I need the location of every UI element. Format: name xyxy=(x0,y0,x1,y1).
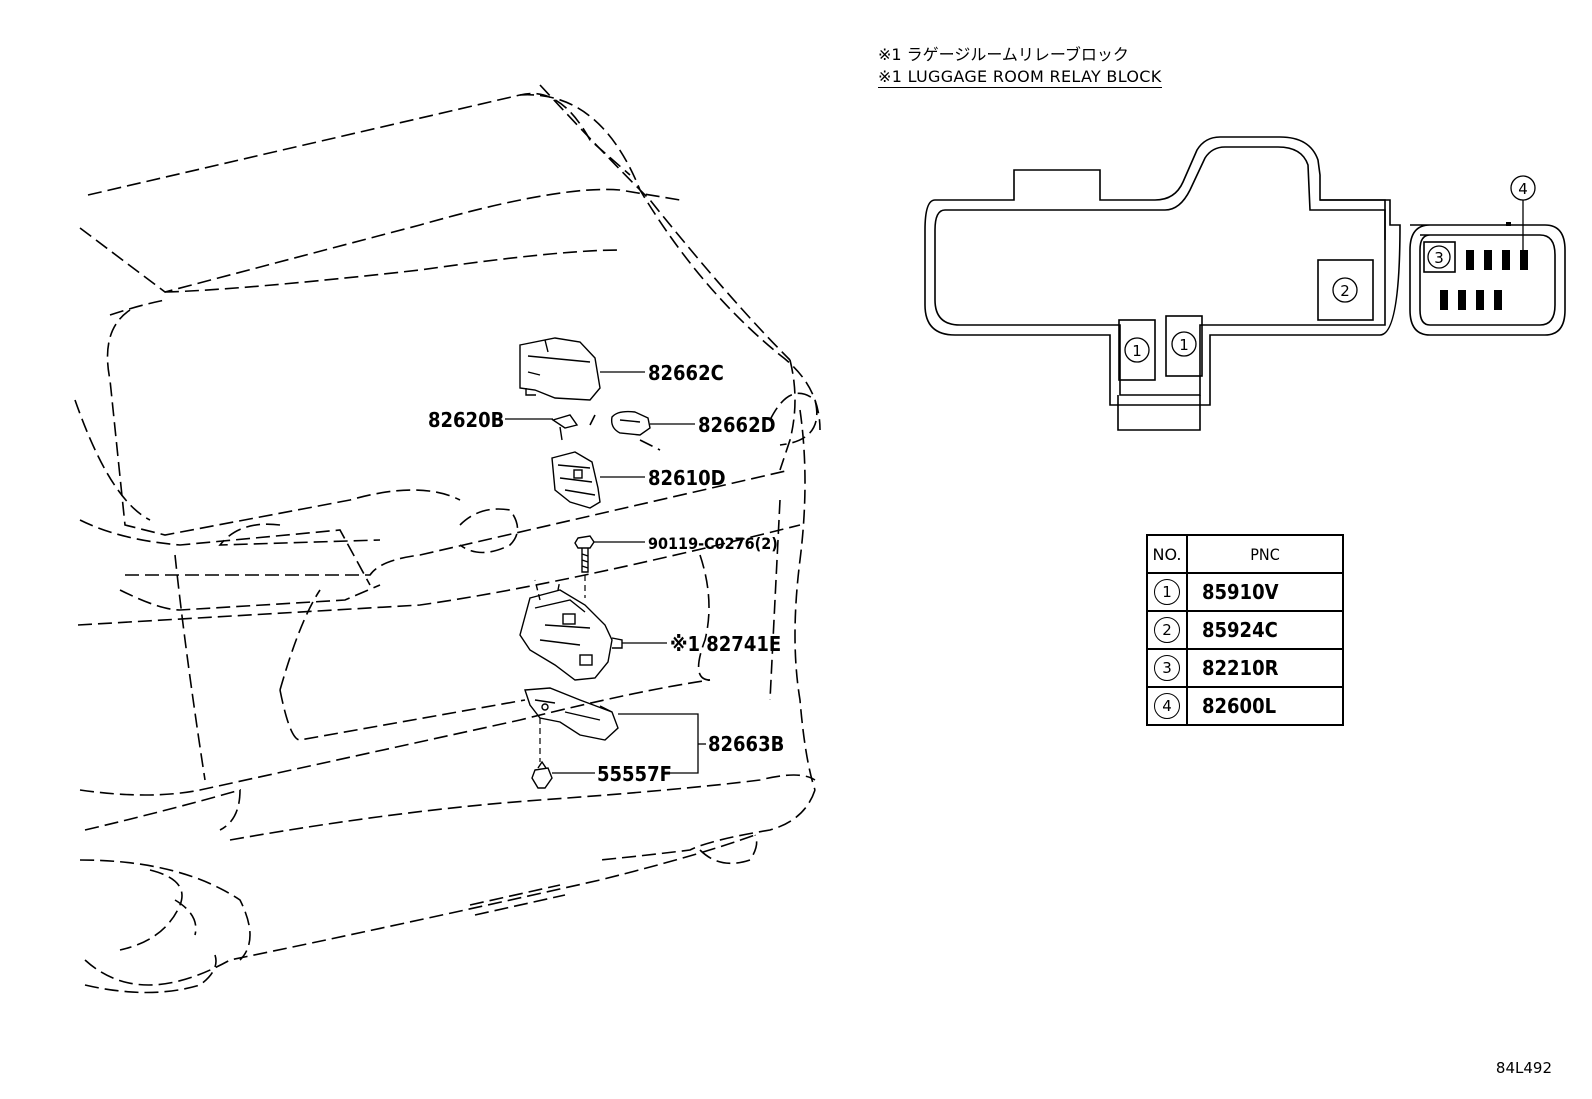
label-82620B: 82620B xyxy=(428,408,504,432)
label-82663B: 82663B xyxy=(708,732,784,756)
row-number: 2 xyxy=(1154,617,1180,643)
table-row: 4 82600L xyxy=(1146,686,1344,726)
marker-4: 4 xyxy=(1518,180,1528,198)
pnc-table: NO. PNC 1 85910V 2 85924C 3 82210R 4 826… xyxy=(1146,534,1344,726)
table-row: 2 85924C xyxy=(1146,610,1344,650)
table-row: 1 85910V xyxy=(1146,572,1344,612)
row-number: 1 xyxy=(1154,579,1180,605)
label-55557F: 55557F xyxy=(597,762,672,786)
diagram-code: 84L492 xyxy=(1495,1059,1552,1077)
part-82610D-shape xyxy=(551,451,601,509)
label-82662C: 82662C xyxy=(648,361,724,385)
table-row: 3 82210R xyxy=(1146,648,1344,688)
part-82662C-shape xyxy=(519,337,601,401)
marker-2: 2 xyxy=(1340,282,1350,300)
part-55557F-shape xyxy=(531,760,553,789)
row-number: 3 xyxy=(1154,655,1180,681)
row-pnc: 85924C xyxy=(1186,610,1344,650)
pnc-table-header: NO. PNC xyxy=(1146,534,1344,574)
vehicle-outline xyxy=(74,84,821,994)
part-82662D-shape xyxy=(610,410,651,436)
label-82741E: ※1 82741E xyxy=(670,632,781,656)
label-90119: 90119-C0276(2) xyxy=(648,534,778,553)
header-no: NO. xyxy=(1146,534,1188,574)
row-pnc: 85910V xyxy=(1186,572,1344,612)
header-pnc: PNC xyxy=(1186,534,1344,574)
leader-lines xyxy=(505,371,706,774)
part-82663B-shape xyxy=(524,687,619,741)
relay-markers xyxy=(1124,175,1536,363)
label-82662D: 82662D xyxy=(698,413,776,437)
relay-block-layout xyxy=(924,136,1566,431)
row-pnc: 82600L xyxy=(1186,686,1344,726)
marker-3: 3 xyxy=(1434,249,1444,267)
row-number: 4 xyxy=(1154,693,1180,719)
row-pnc: 82210R xyxy=(1186,648,1344,688)
marker-1b: 1 xyxy=(1179,336,1189,354)
part-82741E-shape xyxy=(519,579,623,681)
part-82620B-shape xyxy=(551,414,579,441)
relay-block-title-en: ※1 LUGGAGE ROOM RELAY BLOCK xyxy=(878,67,1162,88)
marker-1a: 1 xyxy=(1132,342,1142,360)
relay-block-title-jp: ※1 ラゲージルームリレーブロック xyxy=(878,45,1129,64)
label-82610D: 82610D xyxy=(648,466,726,490)
part-bolt-shape xyxy=(574,535,595,573)
relay-fuse-slots xyxy=(1440,222,1528,310)
